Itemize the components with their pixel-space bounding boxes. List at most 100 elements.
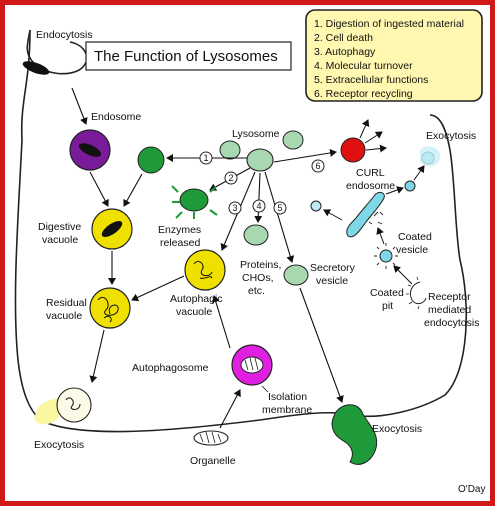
arrow-pathway-4: [254, 172, 263, 223]
autophagic-vacuole: [184, 249, 226, 291]
label-isolation-1: Isolation: [268, 391, 307, 403]
label-exocytosis-right: Exocytosis: [372, 423, 422, 435]
pathway-number-3: 3: [233, 203, 238, 213]
label-secretory-1: Secretory: [310, 262, 356, 274]
diagram-title: The Function of Lysosomes: [94, 48, 278, 65]
arrow-coated-up: [376, 227, 385, 245]
digestive-particle: [101, 220, 123, 238]
label-enzymes-1: Enzymes: [158, 224, 201, 236]
credit: O'Day: [458, 484, 485, 495]
title-box: [85, 41, 292, 71]
arrow-curl-out-3: [365, 144, 387, 153]
lysosome: [246, 148, 274, 172]
secretory-vesicle: [283, 264, 309, 286]
pathway-number-circle-4: [252, 199, 266, 213]
legend-box: [305, 9, 483, 102]
curl-vesicle-small: [310, 200, 322, 212]
pathway-number-circle-5: [273, 201, 287, 215]
label-proteins-2: CHOs,: [242, 272, 274, 284]
label-autophagic-1: Autophagic: [170, 293, 223, 305]
arrow-green-digestive: [123, 173, 143, 207]
endosome-particle: [78, 143, 102, 157]
curl-vesicle-upper: [404, 180, 416, 192]
lysosome-small-1: [219, 140, 241, 160]
label-lysosome: Lysosome: [232, 128, 280, 140]
label-coated-pit-2: pit: [382, 300, 393, 312]
pathway-number-circle-1: [199, 151, 213, 165]
exocytosis-left-debris: [65, 397, 81, 410]
label-autophagic-2: vacuole: [176, 306, 212, 318]
pathway-number-5: 5: [278, 203, 283, 213]
exocytosis-top-glow: [420, 146, 441, 167]
legend-item-6: 6. Receptor recycling: [314, 88, 413, 100]
arrow-curl-out-2: [364, 131, 383, 144]
pathway-number-6: 6: [316, 161, 321, 171]
arrow-pit-vesicle: [393, 265, 413, 285]
pathway-number-4: 4: [257, 201, 262, 211]
legend-item-5: 5. Extracellular functions: [314, 74, 428, 86]
legend-item-2: 2. Cell death: [314, 32, 373, 44]
label-residual-1: Residual: [46, 297, 87, 309]
arrow-endosome-digestive: [89, 171, 109, 207]
label-proteins-3: etc.: [248, 285, 265, 297]
legend-item-1: 1. Digestion of ingested material: [314, 18, 464, 30]
label-residual-2: vacuole: [46, 310, 82, 322]
arrow-pathway-6: [273, 149, 337, 163]
legend-item-3: 3. Autophagy: [314, 46, 376, 58]
enzymes-released-burst: [171, 185, 218, 219]
label-exocytosis-left: Exocytosis: [34, 439, 84, 451]
curl-tubule: [346, 191, 385, 238]
label-coated-vesicle-1: Coated: [398, 231, 432, 243]
label-endocytosis: Endocytosis: [36, 29, 93, 41]
arrow-autophagosome-autophagic: [211, 295, 231, 349]
arrow-curl-out-1: [359, 119, 370, 139]
label-proteins-1: Proteins,: [240, 259, 281, 271]
legend-item-4: 4. Molecular turnover: [314, 60, 413, 72]
label-enzymes-2: released: [160, 237, 200, 249]
label-organelle: Organelle: [190, 455, 236, 467]
pathway-number-1: 1: [204, 153, 209, 163]
coated-pit-spikes: [406, 276, 420, 310]
green-vesicle: [137, 146, 165, 174]
residual-debris: [97, 296, 119, 323]
pathway-number-circle-6: [311, 159, 325, 173]
pathway-number-2: 2: [229, 173, 234, 183]
label-digestive-1: Digestive: [38, 221, 81, 233]
label-receptor-3: endocytosis: [424, 317, 479, 329]
exocytosis-left-vacuole: [56, 387, 92, 423]
label-secretory-2: vesicle: [316, 275, 348, 287]
pathway-number-circle-2: [224, 171, 238, 185]
label-digestive-2: vacuole: [42, 234, 78, 246]
coated-vesicle: [379, 249, 393, 263]
arrow-residual-exocytosis: [89, 329, 105, 383]
arrow-to-exocytosis-top: [413, 165, 425, 181]
lysosome-small-2: [282, 130, 304, 150]
arrow-curl-upper: [385, 186, 404, 195]
label-autophagosome: Autophagosome: [132, 362, 209, 374]
label-coated-pit-1: Coated: [370, 287, 404, 299]
endocytosis-particle: [22, 61, 50, 75]
proteins-vesicle: [243, 224, 269, 246]
arrow-secretory-exocytosis: [299, 287, 344, 403]
autophagic-contents: [193, 261, 213, 279]
coated-pit: [409, 281, 427, 305]
organelle-cristae: [199, 431, 222, 444]
label-endosome: Endosome: [91, 111, 141, 123]
arrow-pathway-5: [264, 171, 295, 263]
pathway-number-circle-3: [228, 201, 242, 215]
label-exocytosis-top: Exocytosis: [426, 130, 476, 142]
arrow-curl-small: [323, 209, 343, 221]
label-receptor-2: mediated: [428, 304, 471, 316]
uncoating-fragments: [368, 211, 384, 225]
cell-membrane: [14, 29, 468, 433]
exocytosis-right-blob: [331, 404, 378, 465]
coated-vesicle-spikes: [374, 243, 398, 269]
label-coated-vesicle-2: vesicle: [396, 244, 428, 256]
arrow-organelle-autophagosome: [219, 389, 241, 429]
label-isolation-2: membrane: [262, 404, 312, 416]
label-curl-2: endosome: [346, 180, 395, 192]
arrow-autophagic-residual: [131, 275, 185, 302]
label-receptor-1: Receptor: [428, 291, 471, 303]
enzymes-released-vesicle: [179, 188, 209, 212]
